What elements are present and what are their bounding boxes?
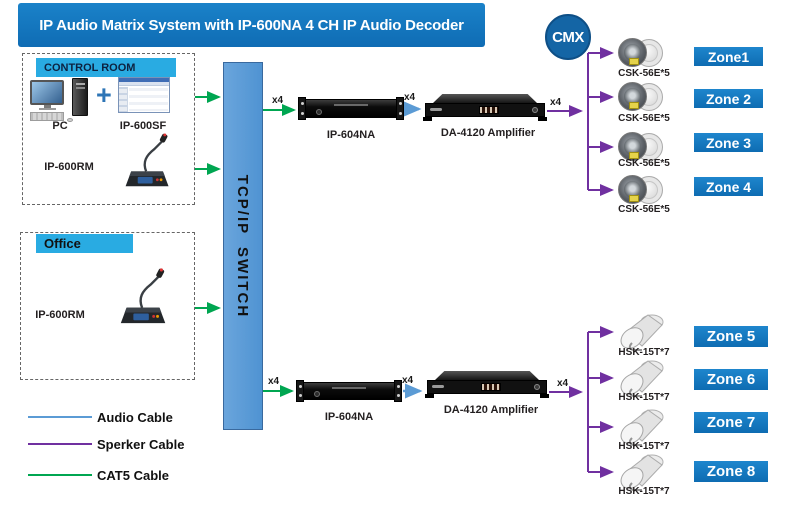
decoder-bottom-label: IP-604NA <box>324 411 374 423</box>
legend-speaker-line <box>28 443 92 445</box>
page-title: IP Audio Matrix System with IP-600NA 4 C… <box>18 3 485 47</box>
horn-speaker-icon-2 <box>618 358 668 403</box>
tcpip-switch: TCP/IP SWITCH <box>223 62 263 430</box>
legend-cat5-label: CAT5 Cable <box>97 468 169 483</box>
decoder-top-label: IP-604NA <box>326 129 376 141</box>
zone-badge-2: Zone 2 <box>694 89 763 108</box>
zone-badge-5: Zone 5 <box>694 326 768 347</box>
speaker-model-label: CSK-56E*5 <box>618 113 670 124</box>
pc-monitor <box>30 80 64 105</box>
top-cat5-qty: x4 <box>272 95 284 106</box>
top-audio-qty: x4 <box>404 92 416 103</box>
legend-audio-label: Audio Cable <box>97 410 173 425</box>
plus-sign: + <box>96 80 112 110</box>
speaker-model-label: CSK-56E*5 <box>618 68 670 79</box>
amplifier-bottom <box>425 371 549 398</box>
speaker-model-label: CSK-56E*5 <box>618 204 670 215</box>
ceiling-speaker-icon-1 <box>618 38 663 68</box>
mic-icon-office <box>115 266 173 335</box>
office-box: Office <box>20 232 195 380</box>
speaker-model-label: HSK-15T*7 <box>618 392 670 403</box>
ceiling-speaker-icon-4 <box>618 175 663 205</box>
pc-mouse <box>67 118 73 122</box>
control-room-mic-label: IP-600RM <box>44 161 94 173</box>
pc-tower <box>72 78 88 116</box>
bottom-cat5-qty: x4 <box>268 376 280 387</box>
zone-badge-3: Zone 3 <box>694 133 763 152</box>
speaker-model-label: HSK-15T*7 <box>618 441 670 452</box>
speaker-model-label: HSK-15T*7 <box>618 486 670 497</box>
bottom-speaker-qty: x4 <box>557 378 569 389</box>
zone-badge-7: Zone 7 <box>694 412 768 433</box>
amplifier-top-label: DA-4120 Amplifier <box>440 127 536 139</box>
office-header: Office <box>36 234 133 253</box>
ceiling-speaker-icon-2 <box>618 82 663 112</box>
legend-audio-line <box>28 416 92 418</box>
mic-icon-control-room <box>120 131 176 198</box>
pc-keyboard <box>30 112 64 121</box>
office-mic-label: IP-600RM <box>35 309 85 321</box>
legend-cat5-line <box>28 474 92 476</box>
horn-speaker-icon-1 <box>618 312 668 357</box>
software-window-icon <box>118 77 170 113</box>
control-room-header: CONTROL ROOM <box>36 58 176 77</box>
ceiling-speaker-icon-3 <box>618 132 663 162</box>
tcpip-switch-label: TCP/IP SWITCH <box>234 174 252 318</box>
zone-badge-1: Zone1 <box>694 47 763 66</box>
decoder-top <box>298 97 404 120</box>
speaker-model-label: HSK-15T*7 <box>618 347 670 358</box>
amplifier-top <box>423 94 547 121</box>
zone-badge-8: Zone 8 <box>694 461 768 482</box>
horn-speaker-icon-4 <box>618 452 668 497</box>
cmx-logo: CMX <box>545 14 591 60</box>
legend-speaker-label: Sperker Cable <box>97 437 185 452</box>
decoder-bottom <box>296 380 402 402</box>
control-room-box: CONTROL ROOM <box>22 53 195 205</box>
pc-icon <box>30 78 94 124</box>
horn-speaker-icon-3 <box>618 407 668 452</box>
top-speaker-qty: x4 <box>550 97 562 108</box>
speaker-model-label: CSK-56E*5 <box>618 158 670 169</box>
software-label: IP-600SF <box>119 120 167 132</box>
zone-badge-4: Zone 4 <box>694 177 763 196</box>
zone-badge-6: Zone 6 <box>694 369 768 390</box>
bottom-audio-qty: x4 <box>402 375 414 386</box>
amplifier-bottom-label: DA-4120 Amplifier <box>443 404 539 416</box>
pc-label: PC <box>52 120 68 132</box>
